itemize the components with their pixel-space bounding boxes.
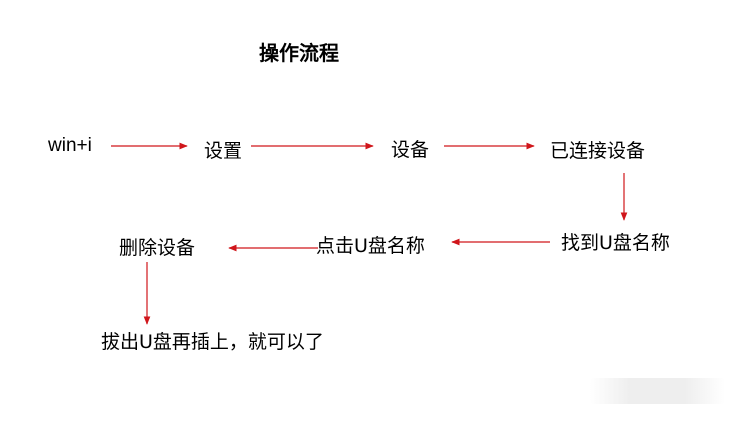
node-find-usb-name: 找到U盘名称 — [561, 232, 670, 254]
node-devices: 设备 — [391, 139, 430, 161]
node-delete-device: 删除设备 — [119, 237, 196, 259]
node-connected-devices: 已连接设备 — [550, 140, 646, 162]
node-click-usb-name: 点击U盘名称 — [316, 235, 425, 257]
page-title: 操作流程 — [259, 41, 339, 65]
node-win-i: win+i — [48, 135, 92, 156]
node-replug-usb: 拔出U盘再插上，就可以了 — [101, 331, 324, 353]
watermark — [590, 378, 725, 404]
node-settings: 设置 — [204, 140, 243, 162]
